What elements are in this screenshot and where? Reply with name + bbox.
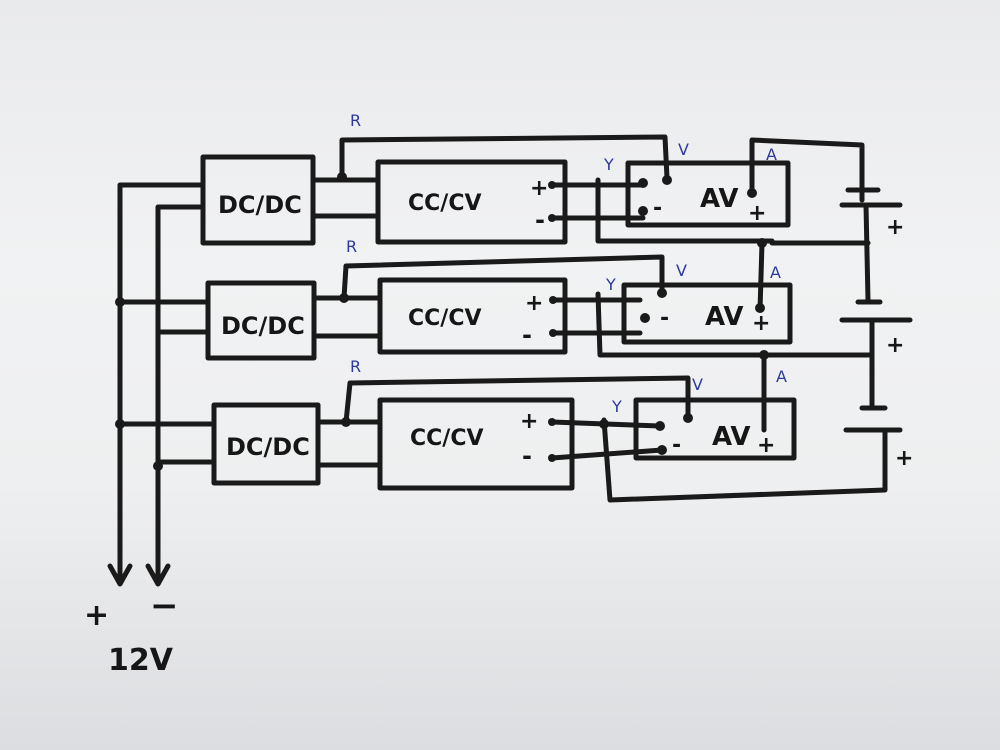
av-meter — [625, 160, 791, 228]
junction — [683, 413, 693, 423]
junction — [548, 418, 556, 426]
label-r: R — [350, 111, 361, 130]
channel-3: DC/DC R CC/CV + - Y - AV + V A — [211, 350, 888, 503]
cccv-module — [377, 397, 575, 491]
av-meter — [621, 282, 793, 345]
junction — [115, 419, 125, 429]
label-v: V — [692, 375, 703, 394]
dcdc-label: DC/DC — [218, 191, 302, 219]
bus-negative — [155, 204, 206, 581]
junction — [638, 178, 648, 188]
dcdc-module — [200, 154, 316, 246]
cccv-plus: + — [520, 409, 538, 434]
cccv-minus: - — [522, 321, 532, 349]
junction — [657, 288, 667, 298]
meter-plus: + — [748, 201, 766, 226]
junction — [548, 181, 556, 189]
junction — [657, 445, 667, 455]
cccv-module — [375, 159, 568, 245]
wire-r — [339, 134, 670, 181]
meter-label: AV — [705, 302, 743, 332]
label-r: R — [346, 237, 357, 256]
cccv-label: CC/CV — [410, 426, 484, 451]
bus-positive — [117, 182, 206, 581]
junction — [640, 313, 650, 323]
junction — [153, 461, 163, 471]
arrow-positive — [107, 563, 133, 587]
junction — [747, 188, 757, 198]
meter-minus: - — [653, 196, 662, 221]
cccv-label: CC/CV — [408, 191, 482, 216]
dcdc-label: DC/DC — [221, 312, 305, 340]
cccv-module — [377, 277, 568, 355]
junction — [549, 329, 557, 337]
meter-label: AV — [712, 422, 750, 452]
label-a: A — [776, 367, 787, 386]
channel-2: DC/DC R CC/CV + - Y - AV + V A — [205, 237, 793, 361]
supply-bus — [107, 182, 217, 587]
wire-y — [595, 177, 775, 244]
meter-plus: + — [752, 311, 770, 336]
supply-voltage-label: 12V — [108, 643, 174, 678]
label-v: V — [676, 261, 687, 280]
cccv-label: CC/CV — [408, 306, 482, 331]
wire-y — [595, 291, 765, 358]
battery-link — [863, 202, 871, 303]
label-y: Y — [611, 397, 622, 416]
junction — [755, 303, 765, 313]
junction — [115, 297, 125, 307]
label-y: Y — [603, 155, 614, 174]
meter-minus: - — [672, 433, 681, 458]
junction — [662, 175, 672, 185]
label-v: V — [678, 140, 689, 159]
wire-r — [341, 254, 665, 301]
label-a: A — [766, 145, 777, 164]
meter-plus: + — [757, 433, 775, 458]
supply-minus-label: − — [150, 586, 179, 626]
junction — [548, 214, 556, 222]
battery-3-plus: + — [895, 446, 913, 471]
label-r: R — [350, 357, 361, 376]
wire-y — [601, 417, 888, 503]
cccv-plus: + — [530, 176, 548, 201]
junction — [757, 238, 767, 248]
battery-2-plus: + — [886, 333, 904, 358]
cccv-plus: + — [525, 291, 543, 316]
junction — [548, 454, 556, 462]
label-a: A — [770, 263, 781, 282]
channel-1: DC/DC R CC/CV + - Y - AV + V A — [200, 111, 865, 246]
battery-1-plus: + — [886, 215, 904, 240]
junction — [599, 419, 609, 429]
supply-plus-label: + — [84, 598, 109, 633]
dcdc-label: DC/DC — [226, 433, 310, 461]
cccv-minus: - — [522, 442, 532, 470]
wire-a — [757, 240, 765, 313]
av-meter — [633, 397, 797, 461]
junction — [549, 296, 557, 304]
arrow-negative — [145, 563, 171, 587]
meter-label: AV — [700, 184, 738, 214]
cccv-minus: - — [535, 206, 545, 234]
junction — [655, 421, 665, 431]
dcdc-module — [211, 402, 321, 486]
wire-a — [749, 137, 865, 196]
battery-stack: + + + — [759, 185, 913, 471]
meter-minus: - — [660, 306, 669, 331]
junction — [638, 206, 648, 216]
dcdc-module — [205, 280, 317, 361]
label-y: Y — [605, 275, 616, 294]
